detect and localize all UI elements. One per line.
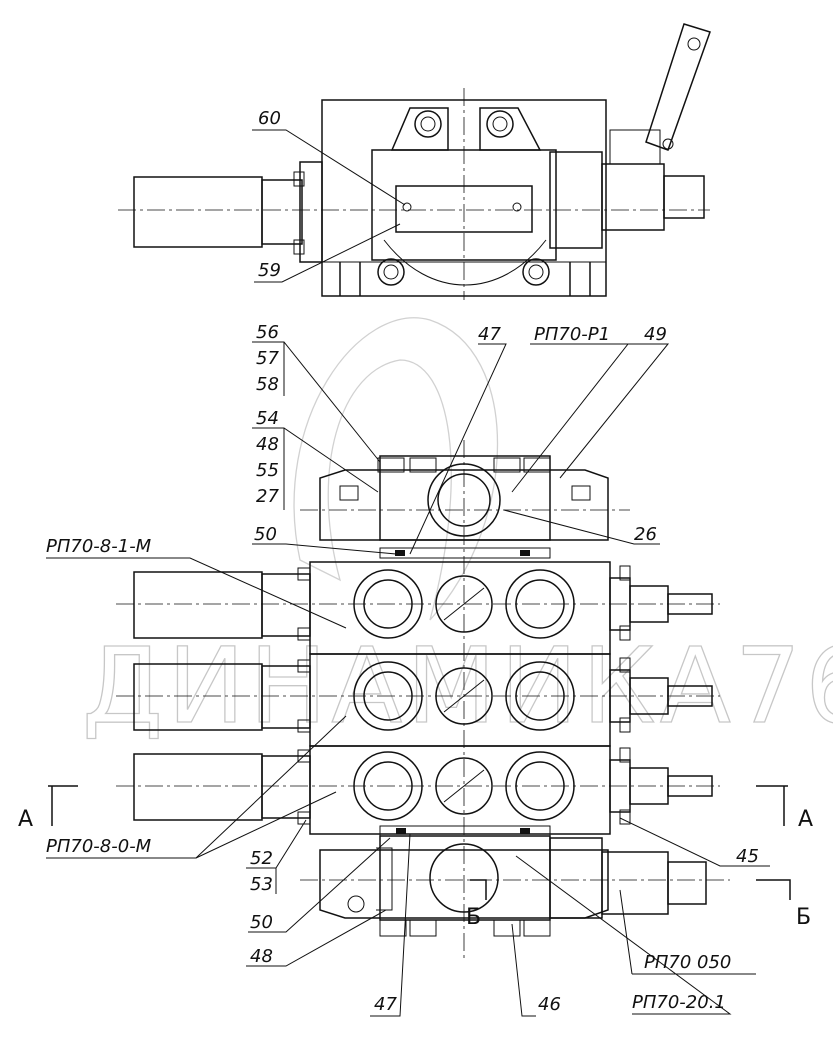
callout-26: 26 [634, 524, 657, 545]
callout-27: 27 [256, 486, 279, 507]
watermark: ДИНАМИКА76 [81, 317, 833, 748]
callout-58: 58 [256, 374, 279, 395]
callout-49: 49 [644, 324, 667, 345]
watermark-text: ДИНАМИКА76 [82, 625, 833, 747]
leader-lines [46, 129, 770, 1017]
callout-54: 54 [256, 408, 279, 429]
callout-rp70-8-1-m: РП70-8-1-М [46, 536, 152, 557]
callout-60: 60 [258, 108, 281, 129]
callout-45: 45 [736, 846, 759, 867]
callout-rp70-8-0-m: РП70-8-0-М [46, 836, 152, 857]
callout-47-top: 47 [478, 324, 501, 345]
callout-57: 57 [256, 348, 279, 369]
section-b-right: Б [796, 905, 811, 930]
callout-59: 59 [258, 260, 281, 281]
front-view [116, 440, 730, 960]
callout-50-top: 50 [254, 524, 277, 545]
callout-56: 56 [256, 322, 279, 343]
callout-52: 52 [250, 848, 273, 869]
section-b-bottom: Б [466, 905, 481, 930]
callout-rp70-p1: РП70-Р1 [534, 324, 610, 345]
callout-rp70-050: РП70 050 [644, 952, 731, 973]
section-marks: А А Б Б [18, 785, 813, 930]
section-a-right: А [798, 807, 813, 832]
callout-rp70-20-1: РП70-20.1 [632, 992, 726, 1013]
callout-46: 46 [538, 994, 561, 1015]
section-a-left: А [18, 807, 33, 832]
top-view [118, 23, 711, 300]
callout-48-bottom: 48 [250, 946, 273, 967]
callout-50-bottom: 50 [250, 912, 273, 933]
callout-48-top: 48 [256, 434, 279, 455]
callout-55: 55 [256, 460, 279, 481]
callout-labels: 60 59 56 57 58 54 48 55 27 47 РП70-Р1 49… [46, 108, 759, 1015]
callout-53: 53 [250, 874, 273, 895]
callout-47-bottom: 47 [374, 994, 397, 1015]
